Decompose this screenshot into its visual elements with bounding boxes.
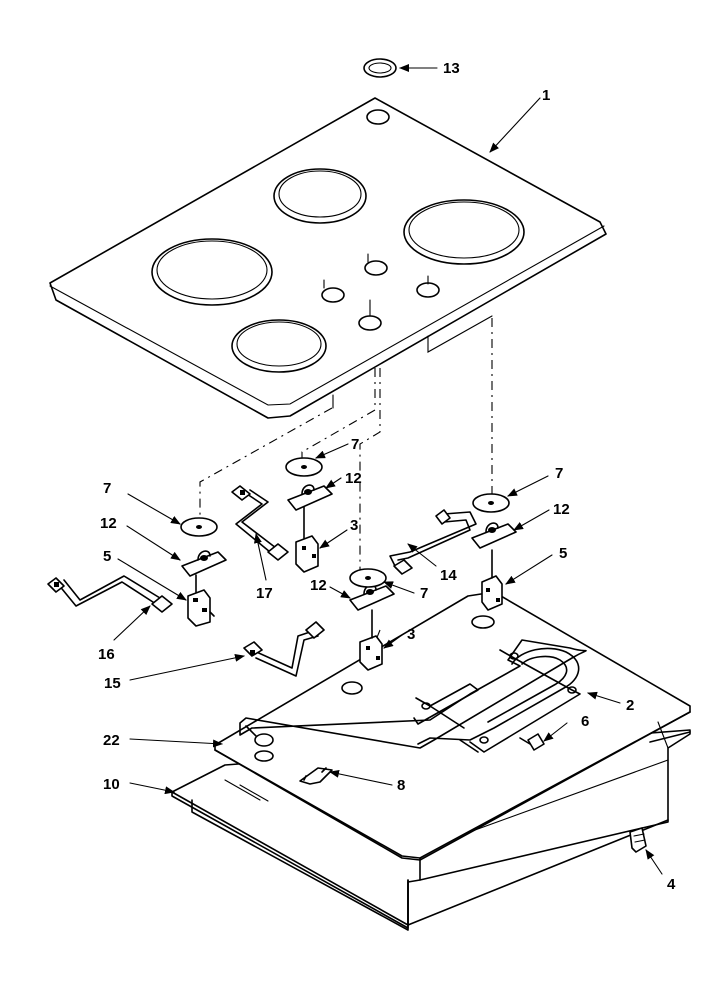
callout-17: 17 xyxy=(256,585,273,602)
gas-tube-17 xyxy=(231,485,289,561)
fitting-4 xyxy=(629,827,647,853)
callout-16: 16 xyxy=(98,646,115,663)
burner-tube-2 xyxy=(239,639,587,753)
callout-10: 10 xyxy=(103,776,120,793)
igniter-3-upper xyxy=(295,503,319,573)
callout-7-right: 7 xyxy=(555,465,563,482)
cooktop-glass-top xyxy=(49,97,607,419)
callout-12-upper: 12 xyxy=(345,470,362,487)
washer-7-right xyxy=(472,493,510,513)
callout-7-left: 7 xyxy=(103,480,111,497)
valve-5-right xyxy=(481,549,503,611)
callout-22: 22 xyxy=(103,732,120,749)
bracket-12-upper xyxy=(287,484,333,511)
callout-7-center: 7 xyxy=(420,585,428,602)
burner-openings xyxy=(151,168,525,373)
bracket-12-left xyxy=(181,550,227,577)
washer-7-center xyxy=(349,568,387,588)
bracket-12-right xyxy=(471,522,517,549)
callout-3-lower: 3 xyxy=(407,626,415,643)
gas-tube-15 xyxy=(243,621,325,677)
bracket-8 xyxy=(299,767,333,785)
gas-tube-14 xyxy=(389,509,477,575)
control-knob-holes xyxy=(321,109,440,331)
callout-7-upper: 7 xyxy=(351,436,359,453)
callout-6: 6 xyxy=(581,713,589,730)
bracket-12-center xyxy=(349,584,395,611)
callout-3-upper: 3 xyxy=(350,517,358,534)
gas-tube-16 xyxy=(47,575,173,613)
callout-4: 4 xyxy=(667,876,676,893)
callout-12-center: 12 xyxy=(310,577,327,594)
valve-5-left xyxy=(187,574,215,627)
callout-1: 1 xyxy=(542,87,550,104)
callout-12-right: 12 xyxy=(553,501,570,518)
igniter-3-lower xyxy=(359,609,383,671)
callout-5-left: 5 xyxy=(103,548,111,565)
washer-7-upper xyxy=(285,457,323,477)
callout-13: 13 xyxy=(443,60,460,77)
cooktop-brackets xyxy=(332,315,493,409)
washer-7-left xyxy=(180,517,218,537)
callout-14: 14 xyxy=(440,567,457,584)
callout-8: 8 xyxy=(397,777,405,794)
leader-lines xyxy=(113,64,663,875)
callout-12-left: 12 xyxy=(100,515,117,532)
screw-6 xyxy=(519,733,545,751)
callout-15: 15 xyxy=(104,675,121,692)
grommet-13 xyxy=(363,58,397,78)
callout-2: 2 xyxy=(626,697,634,714)
callout-5-right: 5 xyxy=(559,545,567,562)
